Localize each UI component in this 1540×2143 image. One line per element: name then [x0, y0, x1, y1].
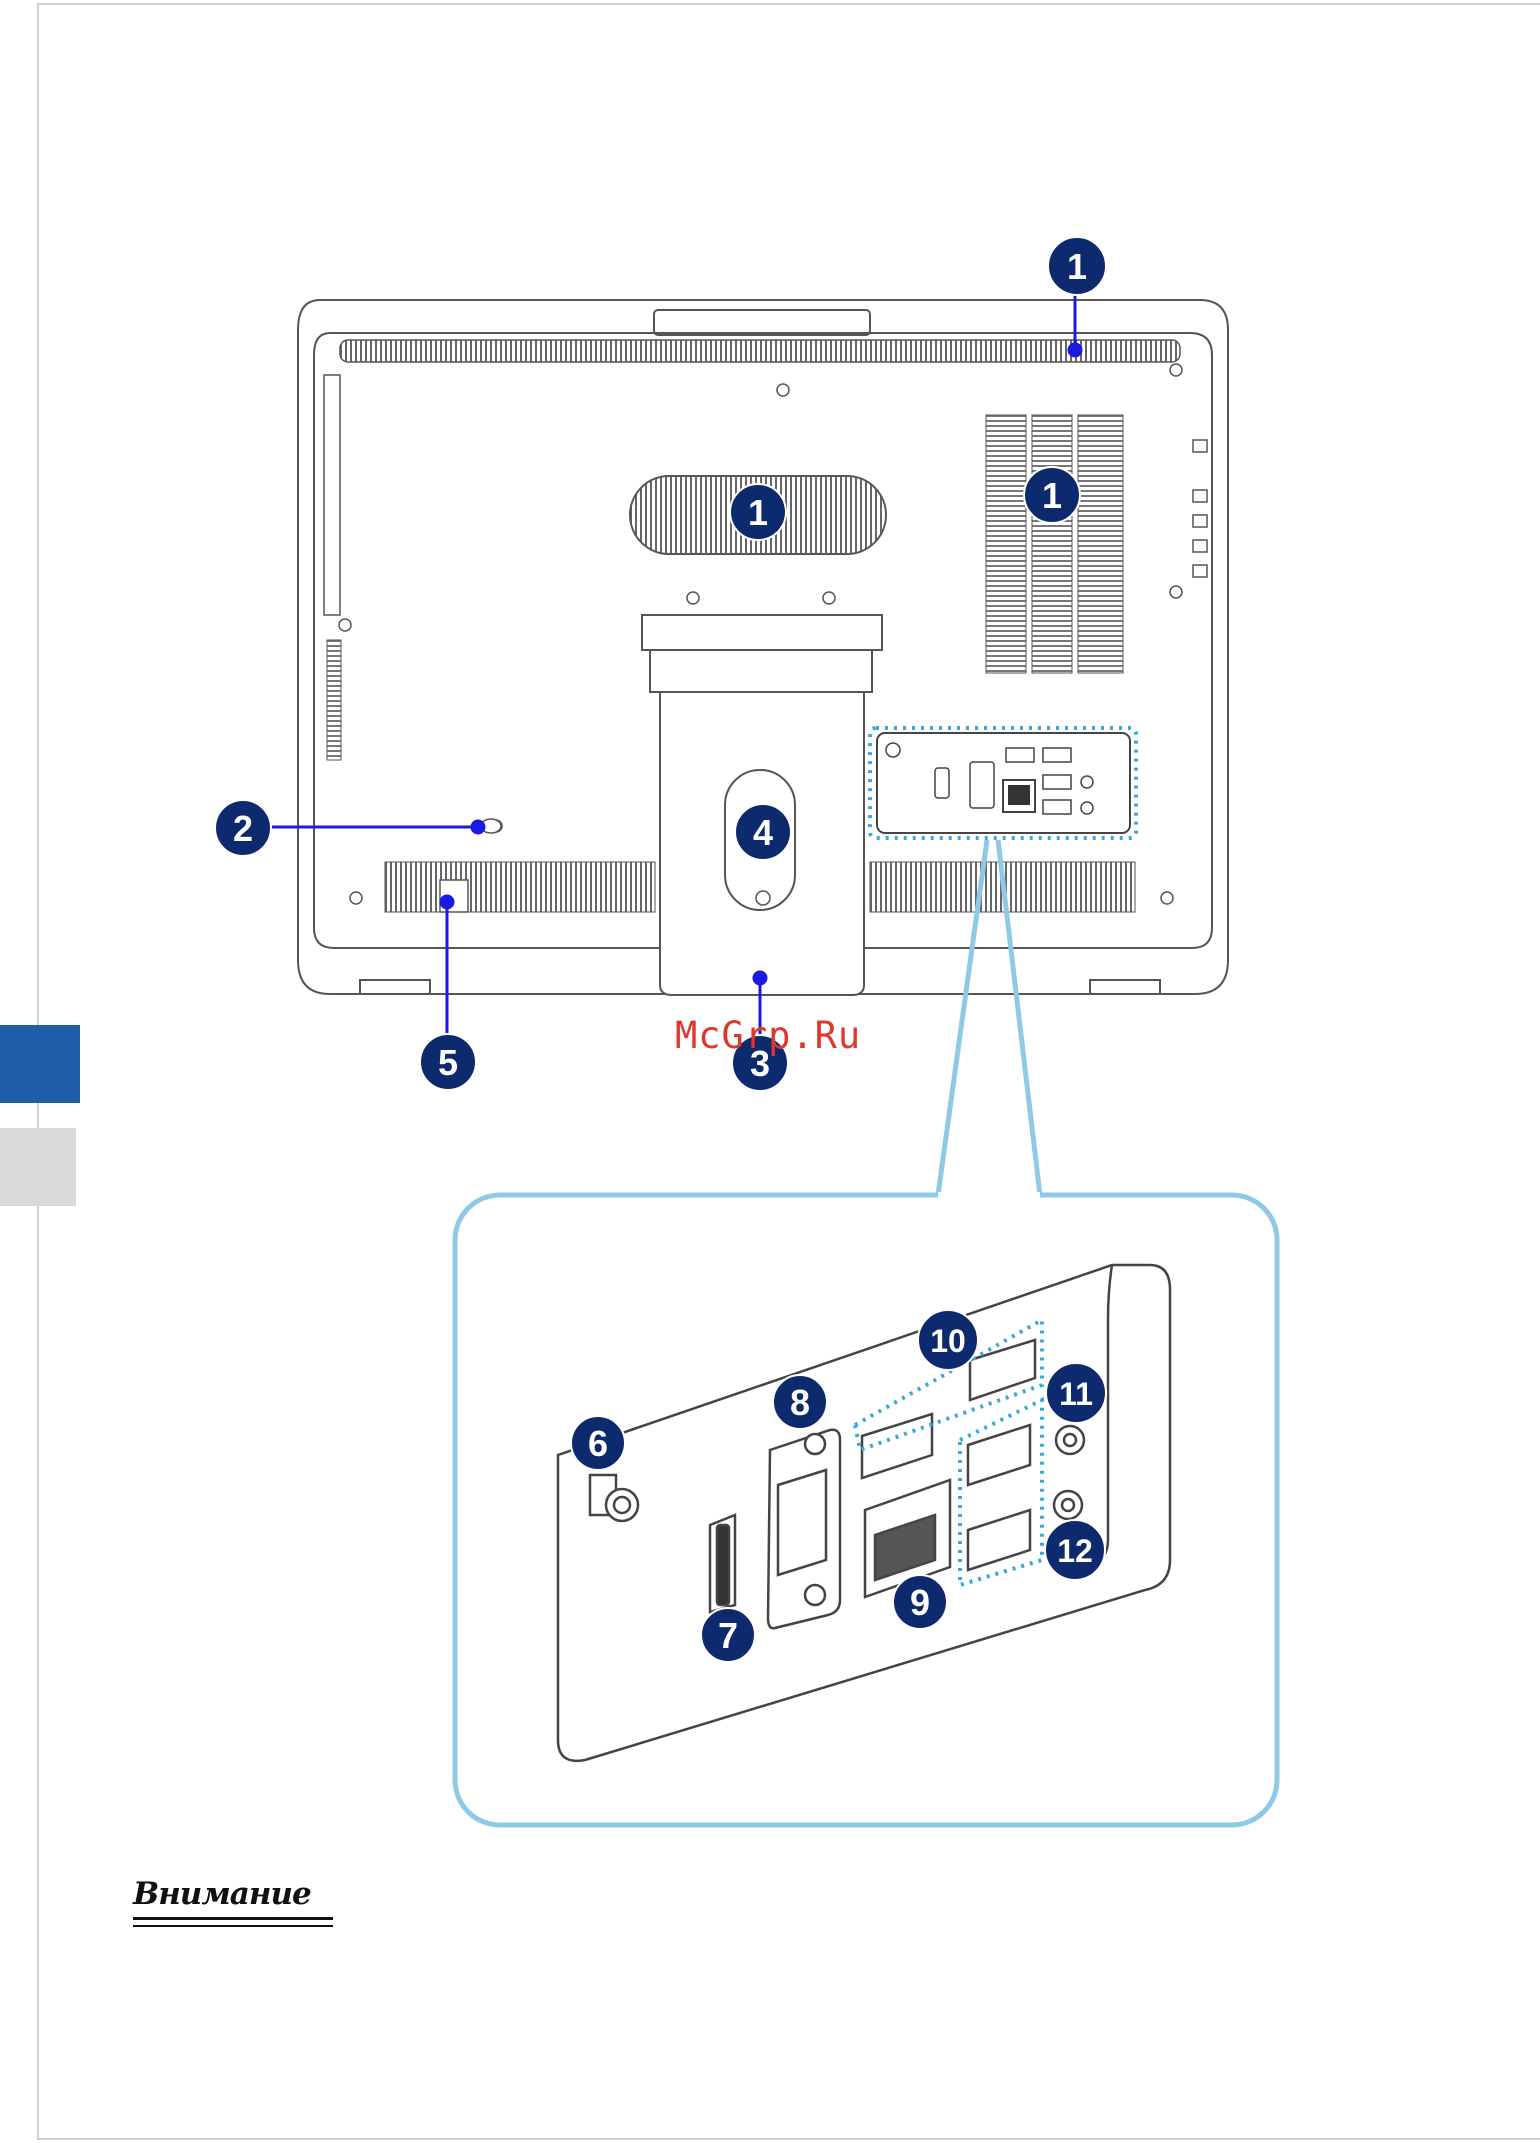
callout-11-label: 11	[1059, 1376, 1093, 1412]
callout-1-top-label: 1	[1067, 246, 1087, 287]
top-vent-strip	[340, 340, 1180, 362]
warning-underline-2	[133, 1925, 333, 1927]
callout-1-grille-label: 1	[748, 492, 768, 533]
callout-1-vent-label: 1	[1042, 475, 1062, 516]
callout-4-label: 4	[753, 812, 773, 853]
callout-5-label: 5	[438, 1042, 458, 1083]
io-panel-small	[870, 728, 1136, 838]
watermark: McGrp.Ru	[675, 1014, 861, 1057]
warning-heading-text: Внимание	[133, 1876, 333, 1912]
callout-2-label: 2	[233, 808, 253, 849]
warning-underline	[133, 1917, 333, 1920]
vent-grid	[986, 415, 1123, 673]
callout-10-label: 10	[930, 1323, 966, 1359]
callout-7-label: 7	[718, 1615, 738, 1656]
callout-8-label: 8	[790, 1382, 810, 1423]
callout-9-label: 9	[910, 1582, 930, 1623]
callout-12-label: 12	[1057, 1533, 1093, 1569]
callout-6-label: 6	[588, 1423, 608, 1464]
side-buttons	[1193, 440, 1207, 577]
warning-heading: Внимание	[133, 1876, 333, 1930]
